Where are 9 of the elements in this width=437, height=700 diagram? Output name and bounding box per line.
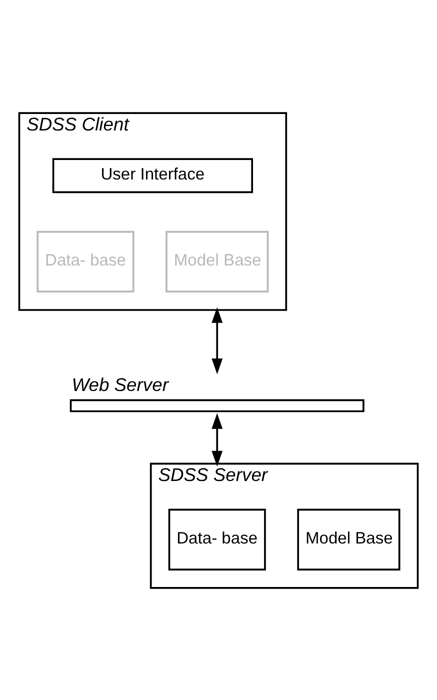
node-box: Data- base xyxy=(168,508,266,570)
node-box xyxy=(70,398,364,412)
node-label: Web Server xyxy=(72,373,168,394)
arrow xyxy=(212,412,223,466)
node-box: User Interface xyxy=(52,158,254,193)
node-box: Data- base xyxy=(36,230,134,292)
node-box: Model Base xyxy=(297,508,400,570)
arrow xyxy=(212,306,223,374)
node-box: Model Base xyxy=(166,230,269,292)
